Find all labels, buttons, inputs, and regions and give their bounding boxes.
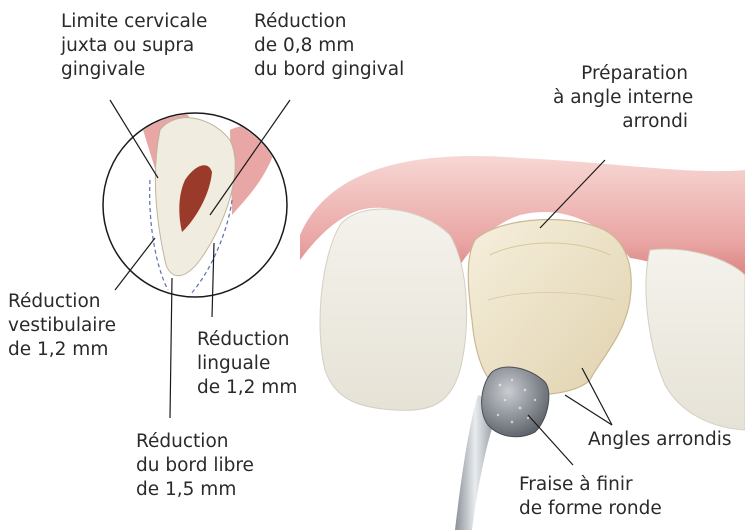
label-reduction-vestibulaire: Réduction vestibulaire de 1,2 mm: [8, 290, 116, 362]
label-limite-cervicale: Limite cervicale juxta ou supra gingival…: [61, 10, 207, 82]
label-angles-arrondis: Angles arrondis: [588, 428, 732, 452]
label-fraise-a-finir: Fraise à finir de forme ronde: [519, 473, 662, 521]
left-tooth: [320, 209, 467, 410]
label-reduction-bord-gingival: Réduction de 0,8 mm du bord gingival: [254, 10, 404, 82]
right-tooth: [646, 249, 745, 430]
label-reduction-bord-libre: Réduction du bord libre de 1,5 mm: [136, 430, 254, 502]
prepared-tooth: [468, 219, 631, 394]
label-preparation-angle-interne: Préparation à angle interne arrondi: [553, 62, 688, 134]
label-reduction-linguale: Réduction linguale de 1,2 mm: [197, 328, 297, 400]
